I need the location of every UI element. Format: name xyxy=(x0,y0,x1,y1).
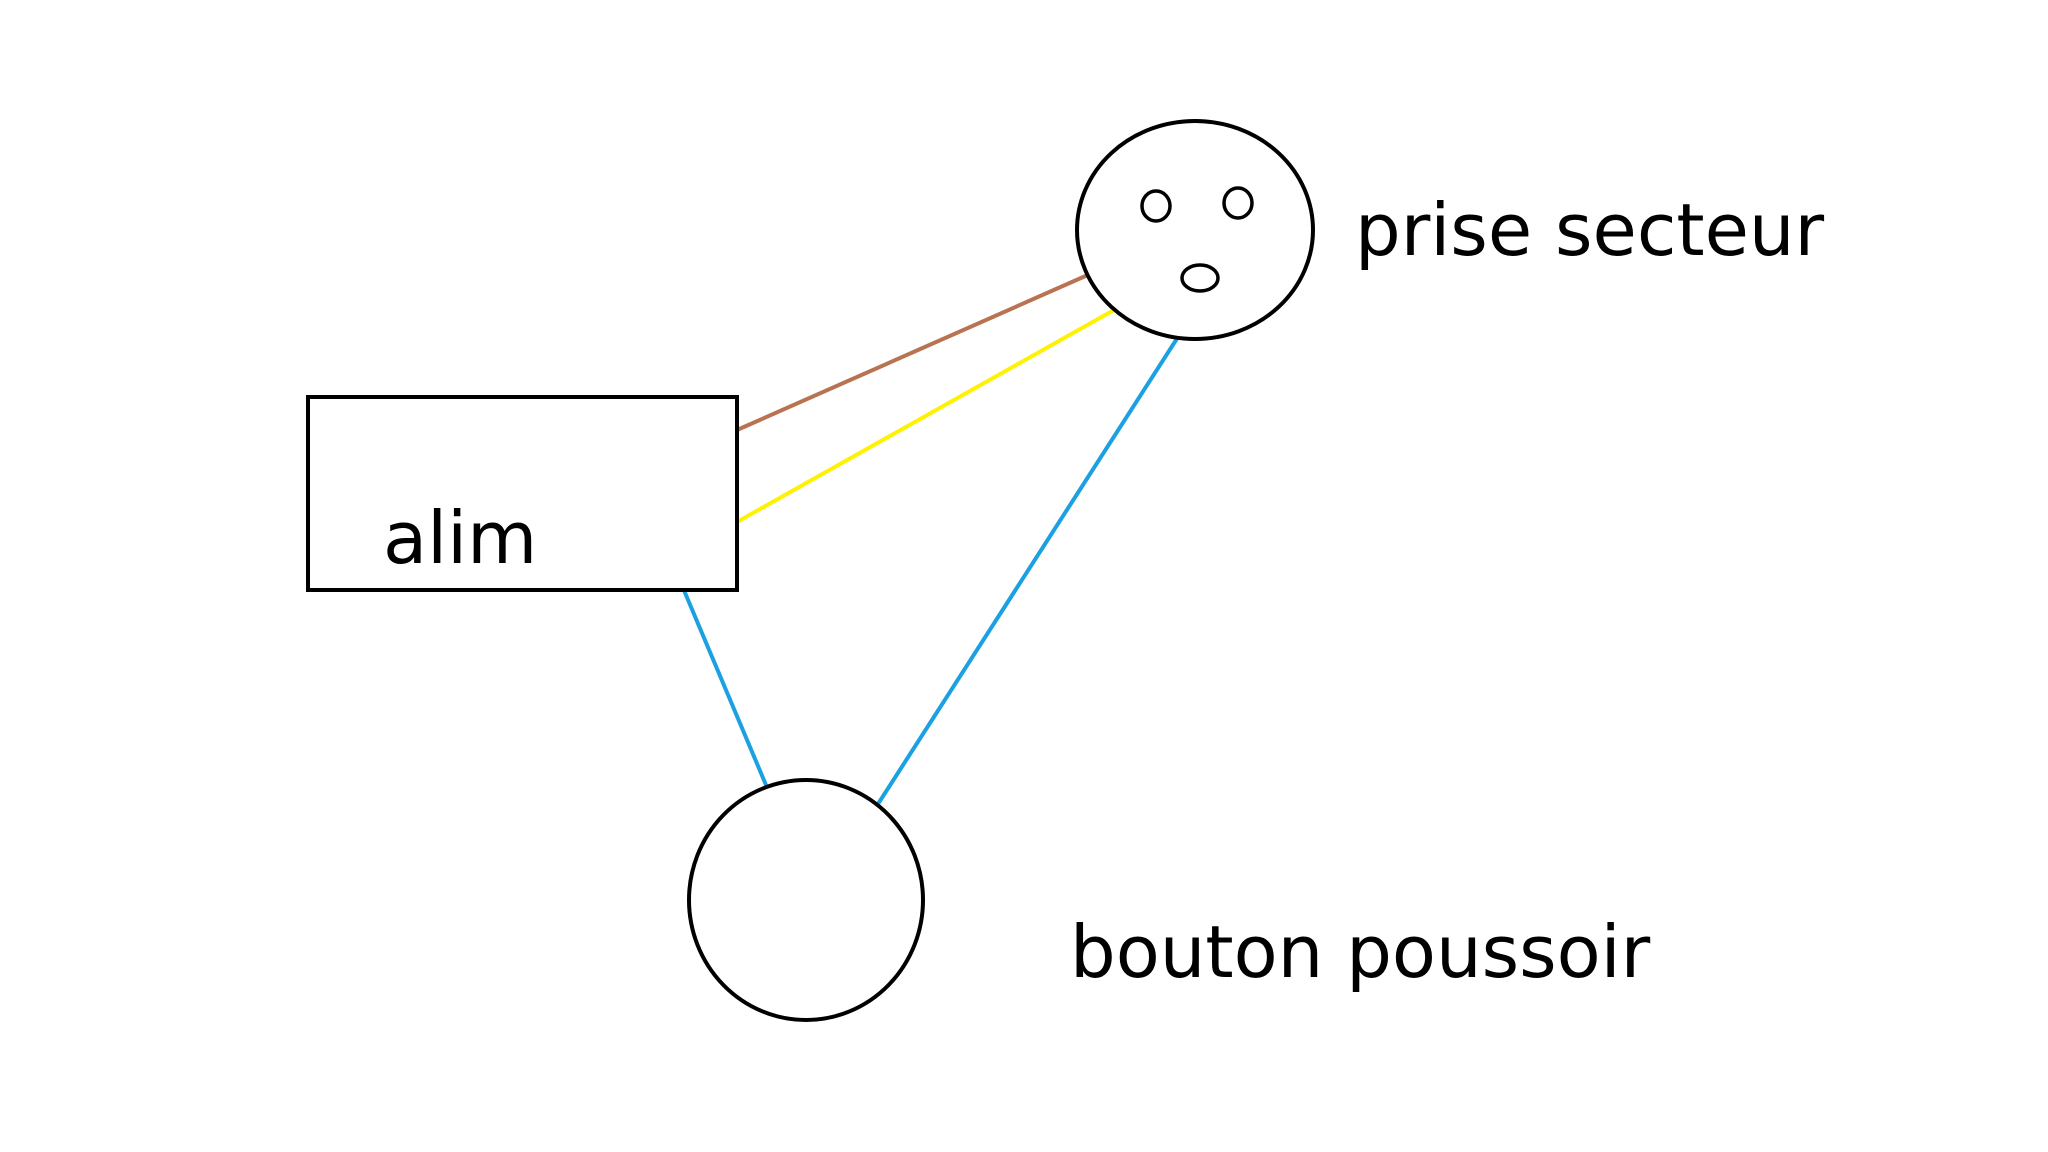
socket-hole-right xyxy=(1222,186,1254,220)
wire-yellow-alim-to-prise xyxy=(735,308,1116,524)
wire-blue-prise-to-bouton xyxy=(876,335,1180,806)
prise-secteur-block: prise secteur xyxy=(1075,119,1825,341)
bouton-poussoir-label: bouton poussoir xyxy=(1070,910,1651,994)
socket-hole-left xyxy=(1140,189,1172,223)
wire-blue-alim-to-bouton xyxy=(681,586,768,787)
wire-brown-alim-to-prise xyxy=(735,272,1092,432)
button-outline xyxy=(687,778,925,1022)
alim-label: alim xyxy=(383,496,537,580)
prise-secteur-label: prise secteur xyxy=(1355,188,1825,272)
bouton-poussoir-block: bouton poussoir xyxy=(687,778,1651,1022)
alim-block: alim xyxy=(306,395,739,592)
alim-box xyxy=(306,395,739,592)
socket-outline xyxy=(1075,119,1315,341)
socket-hole-earth xyxy=(1180,263,1220,293)
